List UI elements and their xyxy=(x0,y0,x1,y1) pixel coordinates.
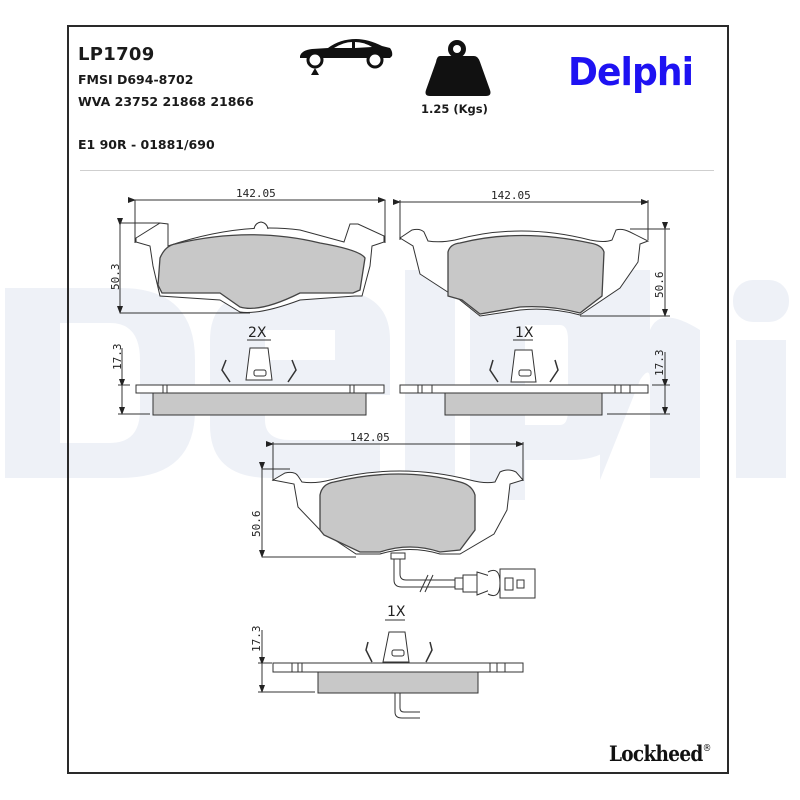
svg-text:142.05: 142.05 xyxy=(350,431,390,444)
svg-text:2X: 2X xyxy=(248,325,267,341)
part-number: LP1709 xyxy=(78,44,155,65)
delphi-logo: Delphi xyxy=(568,50,694,94)
car-front-axle-icon xyxy=(300,39,393,75)
pad-bottom-sensor-side-view xyxy=(258,619,524,719)
svg-text:50.3: 50.3 xyxy=(109,264,122,291)
pad-left-top-side-view xyxy=(118,339,385,416)
svg-text:50.6: 50.6 xyxy=(250,511,263,538)
pad-right-top-front-view xyxy=(393,199,670,317)
lockheed-logo-text: Lockheed xyxy=(609,741,703,766)
fmsi-code: FMSI D694-8702 xyxy=(78,72,194,87)
ece-approval: E1 90R - 01881/690 xyxy=(78,137,215,152)
weight-label: 1.25 (Kgs) xyxy=(421,102,488,116)
svg-text:50.6: 50.6 xyxy=(653,272,666,299)
drawing-frame xyxy=(67,25,729,774)
weight-icon xyxy=(425,40,491,96)
header-divider xyxy=(80,170,714,171)
svg-text:1X: 1X xyxy=(387,604,406,620)
svg-text:142.05: 142.05 xyxy=(236,187,276,200)
lockheed-logo: Lockheed® xyxy=(609,741,711,766)
wva-codes: WVA 23752 21868 21866 xyxy=(78,94,254,109)
pad-right-top-side-view xyxy=(399,339,670,416)
svg-text:17.3: 17.3 xyxy=(111,344,124,371)
svg-text:142.05: 142.05 xyxy=(491,189,531,202)
pad-bottom-sensor-front-view xyxy=(259,441,536,599)
svg-text:1X: 1X xyxy=(515,325,534,341)
registered-mark: ® xyxy=(702,743,712,754)
svg-text:17.3: 17.3 xyxy=(653,350,666,377)
svg-text:17.3: 17.3 xyxy=(250,626,263,653)
pad-left-top-front-view xyxy=(117,197,386,314)
